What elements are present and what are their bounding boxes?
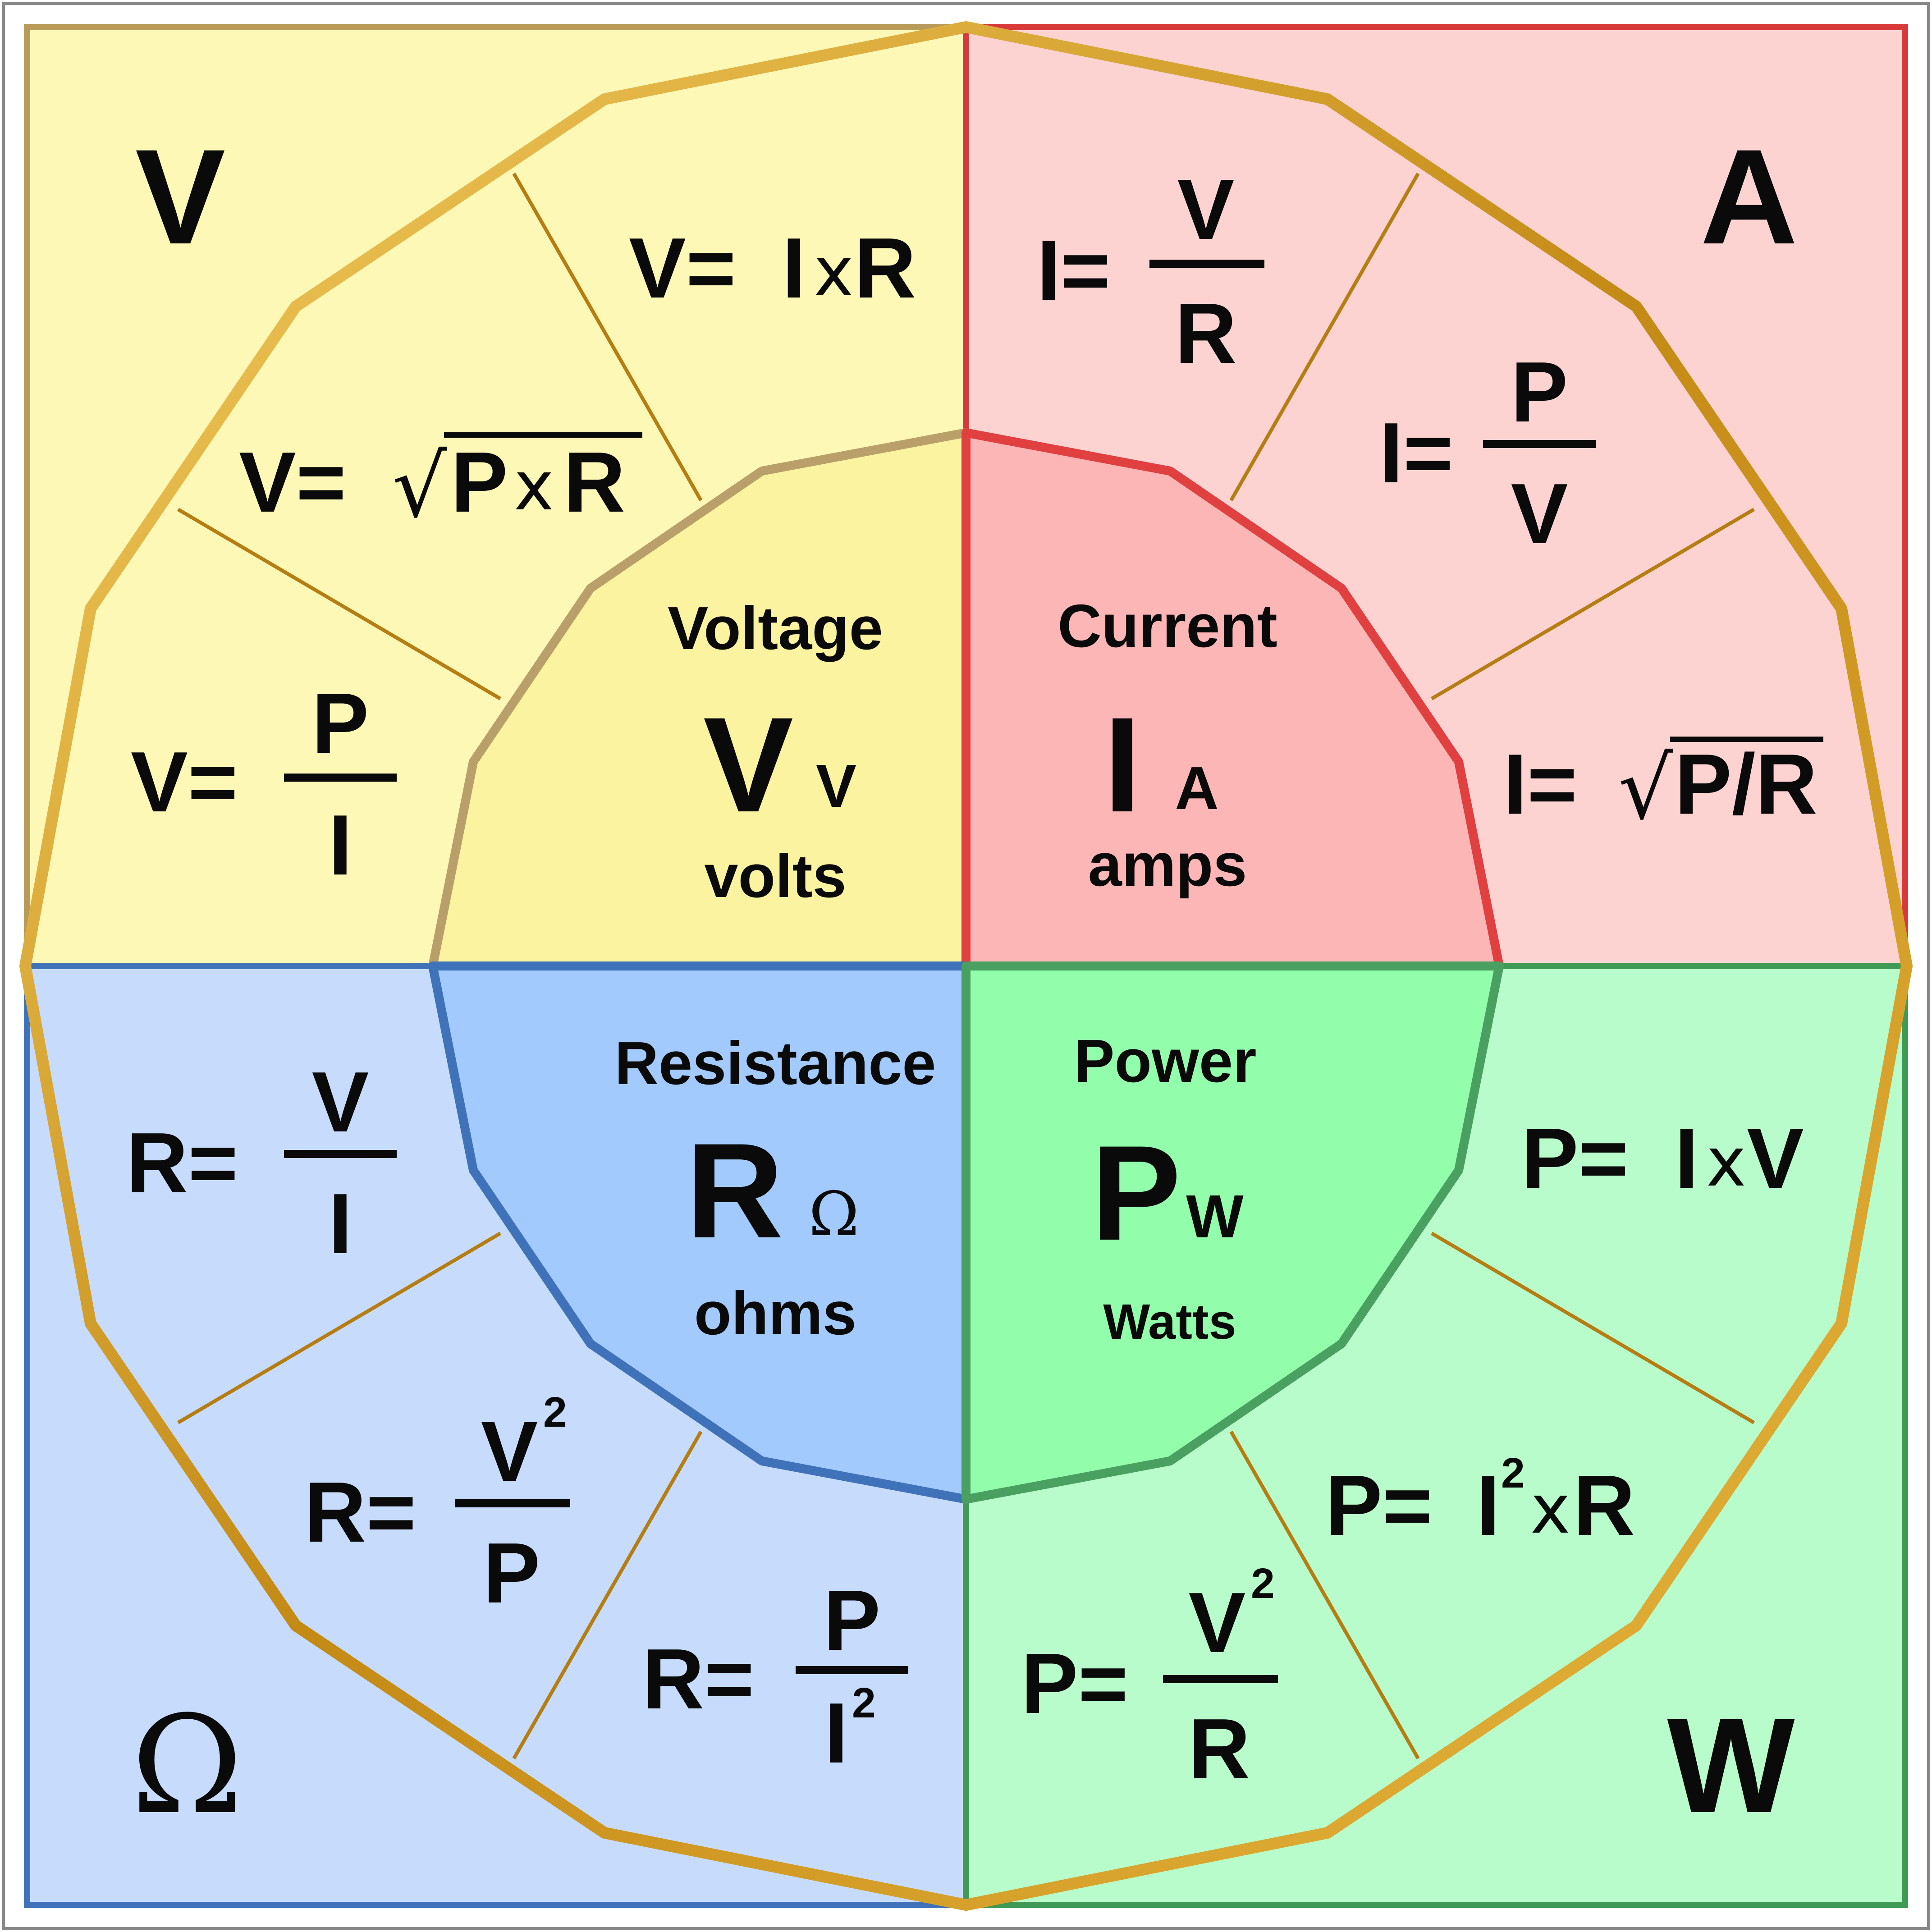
formula-r-equals-v-squared-over-p: R= V 2 P xyxy=(304,1388,570,1621)
formula-lhs: R= xyxy=(304,1465,416,1560)
fraction-denominator: I xyxy=(329,797,353,893)
fraction-numerator: P xyxy=(1511,344,1568,440)
power-letter: P xyxy=(1091,1117,1181,1268)
voltage-unit-name: volts xyxy=(704,842,846,910)
voltage-unit-symbol: V xyxy=(816,752,856,820)
formula-term: R xyxy=(854,220,916,316)
formula-lhs: R= xyxy=(126,1115,238,1211)
formula-term: I xyxy=(782,220,806,316)
spoke-lines xyxy=(177,173,1755,1759)
formula-i-equals-p-over-v: I= P V xyxy=(1379,344,1596,562)
current-corner-symbol: A xyxy=(1700,121,1798,272)
sqrt-symbol: √ xyxy=(392,437,447,536)
numerator-exponent: 2 xyxy=(543,1388,567,1436)
current-name: Current xyxy=(1058,592,1277,660)
fraction-denominator: I xyxy=(329,1176,353,1272)
formula-p-equals-i-squared-times-r: P= I 2 x R xyxy=(1325,1449,1635,1553)
power-unit-symbol: W xyxy=(1186,1182,1244,1250)
formula-lhs: V= xyxy=(629,220,736,316)
formula-term: I xyxy=(1476,1458,1500,1553)
fraction-denominator: R xyxy=(1188,1701,1250,1797)
formula-v-equals-sqrt-p-times-r: V= √ P x R xyxy=(239,432,642,536)
formula-lhs: P= xyxy=(1021,1636,1128,1731)
resistance-center-label: Resistance R Ω ohms xyxy=(615,1029,936,1347)
fraction-numerator: V xyxy=(312,1054,369,1150)
resistance-unit-name: ohms xyxy=(694,1279,856,1347)
fraction-denominator: R xyxy=(1175,286,1236,381)
term-exponent: 2 xyxy=(1501,1449,1525,1497)
voltage-corner-symbol: V xyxy=(135,121,226,272)
formula-lhs: V= xyxy=(239,435,346,530)
formula-operator: x xyxy=(1706,1123,1746,1202)
formula-lhs: I= xyxy=(1037,223,1111,318)
current-letter: I xyxy=(1103,689,1141,840)
formula-lhs: P= xyxy=(1521,1111,1629,1206)
formula-lhs: R= xyxy=(642,1631,754,1727)
fraction-numerator: V xyxy=(1177,162,1235,257)
fraction-numerator: V xyxy=(481,1404,538,1499)
resistance-letter: R xyxy=(686,1115,784,1266)
formula-operator: x xyxy=(814,233,854,311)
fraction-numerator: P xyxy=(312,676,369,771)
formula-operator: x xyxy=(514,447,554,526)
formula-p-equals-v-squared-over-r: P= V 2 R xyxy=(1021,1560,1278,1797)
voltage-letter: V xyxy=(703,689,794,840)
formula-term: R xyxy=(1573,1458,1635,1553)
numerator-exponent: 2 xyxy=(1251,1560,1275,1607)
formula-v-equals-i-times-r: V= I x R xyxy=(629,220,916,316)
formula-lhs: V= xyxy=(131,734,238,830)
formula-operator: x xyxy=(1530,1470,1570,1549)
formula-term: R xyxy=(563,435,625,530)
power-corner-symbol: W xyxy=(1667,1689,1796,1841)
fraction-numerator: V xyxy=(1189,1575,1246,1671)
voltage-name: Voltage xyxy=(668,594,883,662)
formula-p-equals-i-times-v: P= I x V xyxy=(1521,1111,1804,1206)
sqrt-symbol: √ xyxy=(1618,739,1673,838)
formula-term: V xyxy=(1747,1111,1804,1206)
fraction-denominator: P xyxy=(483,1525,540,1621)
formula-term: I xyxy=(1675,1111,1699,1206)
formula-i-equals-sqrt-p-over-r: I= √ P/R xyxy=(1503,737,1823,838)
resistance-unit-symbol: Ω xyxy=(809,1179,859,1250)
current-center-label: Current I A amps xyxy=(1058,592,1277,899)
formula-i-equals-v-over-r: I= V R xyxy=(1037,162,1264,381)
resistance-corner-symbol: Ω xyxy=(131,1687,243,1844)
voltage-center-label: Voltage V V volts xyxy=(668,594,883,910)
formula-term: P xyxy=(451,435,508,530)
formula-lhs: I= xyxy=(1379,405,1453,501)
denominator-exponent: 2 xyxy=(852,1679,876,1727)
current-unit-symbol: A xyxy=(1175,754,1219,822)
fraction-numerator: P xyxy=(824,1573,881,1668)
formula-r-equals-p-over-i-squared: R= P I 2 xyxy=(642,1573,908,1781)
power-center-label: Power P W Watts xyxy=(1074,1027,1256,1350)
formula-v-equals-p-over-i: V= P I xyxy=(131,676,397,893)
formula-lhs: I= xyxy=(1503,737,1577,832)
fraction-denominator: I xyxy=(824,1685,848,1781)
current-unit-name: amps xyxy=(1088,831,1247,899)
power-name: Power xyxy=(1074,1027,1256,1095)
formula-lhs: P= xyxy=(1325,1458,1433,1553)
formula-term: P/R xyxy=(1675,737,1818,832)
resistance-name: Resistance xyxy=(615,1029,936,1097)
fraction-denominator: V xyxy=(1511,466,1568,562)
power-unit-name: Watts xyxy=(1103,1294,1236,1350)
formula-r-equals-v-over-i: R= V I xyxy=(126,1054,397,1272)
